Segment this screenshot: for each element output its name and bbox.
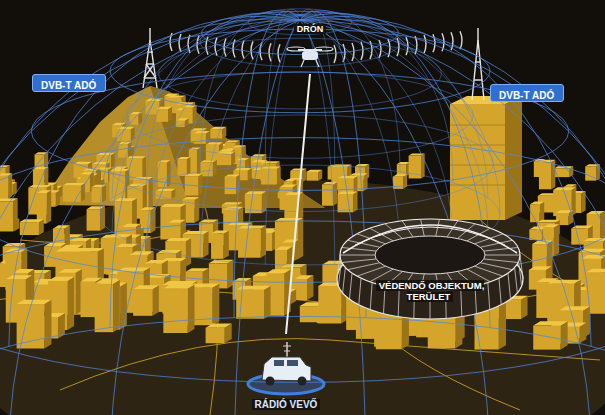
wireframe-line xyxy=(300,15,453,247)
building xyxy=(87,206,105,230)
signal-link xyxy=(286,74,310,334)
building xyxy=(37,190,51,223)
building xyxy=(322,182,337,206)
wireframe-line xyxy=(300,15,500,215)
wireframe-line xyxy=(200,11,300,172)
drone-node: DRÓN xyxy=(282,24,338,72)
wireframe-line xyxy=(147,12,300,182)
wireframe-line xyxy=(300,20,591,415)
signal-wave xyxy=(352,43,354,61)
wireframe-line xyxy=(107,115,493,212)
wireframe-line xyxy=(100,15,300,215)
drone-icon xyxy=(287,47,333,67)
radio-receiver: RÁDIÓ VEVŐ xyxy=(236,336,336,412)
wireframe-line xyxy=(300,15,488,232)
building xyxy=(238,225,266,257)
building xyxy=(530,201,544,222)
wireframe-line xyxy=(300,12,453,182)
wireframe-line xyxy=(127,72,473,159)
signal-wave xyxy=(242,40,244,58)
wireframe-line xyxy=(9,16,300,346)
text-patch: RÁDIÓ VEVŐ xyxy=(252,399,321,410)
wireframe-line xyxy=(300,15,400,258)
wireframe-line xyxy=(112,15,300,232)
wireframe-line xyxy=(0,20,300,415)
building xyxy=(295,275,314,300)
wireframe-line xyxy=(300,20,605,415)
wireframe-line xyxy=(147,15,300,247)
city-buildings xyxy=(0,94,605,350)
signal-wave xyxy=(460,31,462,49)
transmitter-label: DVB-T ADÓ xyxy=(32,74,106,92)
building xyxy=(306,170,322,181)
node-text: VÉDENDŐ OBJEKTUM, TERÜLET xyxy=(375,281,485,303)
wireframe-line xyxy=(0,19,300,371)
building xyxy=(211,230,229,258)
wireframe-line xyxy=(200,15,300,258)
building xyxy=(206,324,232,344)
tall-building xyxy=(450,28,522,220)
node-text: RÁDIÓ VEVŐ xyxy=(236,399,336,411)
building xyxy=(92,185,106,203)
text-patch: VÉDENDŐ OBJEKTUM, TERÜLET xyxy=(376,280,485,302)
transmitter-tower xyxy=(143,28,157,88)
wireframe-line xyxy=(300,16,591,346)
receiver-car xyxy=(248,342,324,394)
building xyxy=(133,285,159,316)
label-text: DVB-T ADÓ xyxy=(33,78,104,94)
building xyxy=(163,284,194,333)
wireframe-line xyxy=(110,29,490,113)
coverage-wireframe xyxy=(0,9,605,415)
signal-wave xyxy=(424,35,426,53)
building xyxy=(129,112,142,125)
signal-wave xyxy=(334,45,336,63)
node-text: DRÓN xyxy=(282,24,338,34)
wireframe-line xyxy=(0,316,605,415)
streets xyxy=(0,190,605,415)
building xyxy=(63,183,85,202)
wireframe-line xyxy=(300,19,605,371)
wireframe-line xyxy=(159,38,442,109)
building xyxy=(284,192,303,220)
wireframe-line xyxy=(300,14,488,198)
wireframe-line xyxy=(300,15,335,264)
stadium-outline xyxy=(335,205,525,323)
wireframe-line xyxy=(300,11,400,172)
label-text: DVB-T ADÓ xyxy=(491,88,562,104)
wireframe-line xyxy=(265,15,300,264)
building xyxy=(95,280,120,332)
building xyxy=(261,167,281,185)
signal-wave xyxy=(278,44,280,62)
protected-object: VÉDENDŐ OBJEKTUM, TERÜLET xyxy=(335,205,525,323)
signal-wave xyxy=(269,43,271,61)
wireframe-line xyxy=(9,20,300,415)
transmitter-label: DVB-T ADÓ xyxy=(490,84,564,102)
building xyxy=(397,162,410,176)
wireframe-line xyxy=(234,20,300,415)
text-patch: DRÓN xyxy=(294,24,327,34)
building xyxy=(338,176,358,195)
wireframe-line xyxy=(234,11,300,317)
